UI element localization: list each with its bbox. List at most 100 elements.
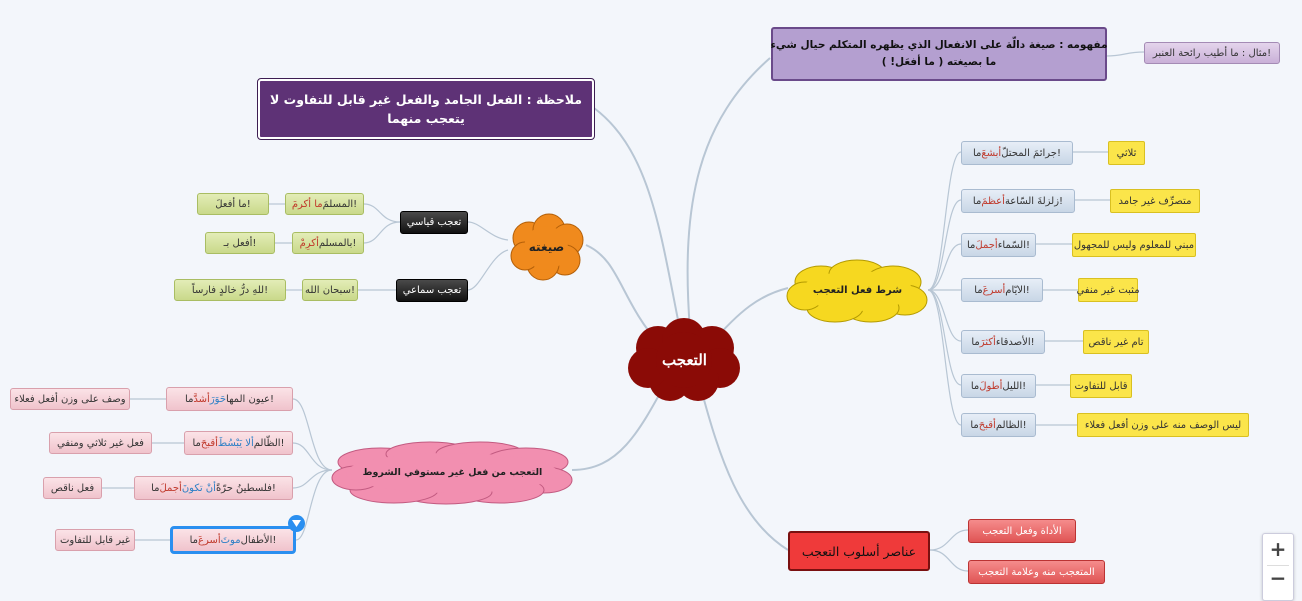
cond-ex6-post: الليل!	[1002, 380, 1027, 392]
condition-example-3[interactable]: ما أجملَ السّماء!	[961, 233, 1036, 257]
condition-example-2[interactable]: ما أعظمَ زلزلةَ السّاعة!	[961, 189, 1075, 213]
irr-ex4-post: الأطفال!	[240, 534, 277, 546]
center-label: التعجب	[662, 350, 707, 369]
qiyasi-ex1-highlight: ما أكرمَ	[291, 198, 323, 210]
qiyasi-formula-1[interactable]: ما أفعلَ!	[197, 193, 269, 215]
cond-ex2-post: زلزلةَ السّاعة!	[1004, 195, 1064, 207]
cond-ex2-pre: ما	[972, 195, 982, 207]
cond-ex7-hl: أقبحَ	[978, 419, 996, 431]
cond-ex3-pre: ما	[966, 239, 976, 251]
concept-line2: ما بصيغته ( ما أفعَل! )	[881, 56, 997, 68]
cond-ex1-hl: أبشعَ	[981, 147, 1002, 159]
irregular-example-2[interactable]: ما أقبحَ ألا يَبْسُطَ الظّالم!	[184, 431, 293, 455]
qiyasi-example-2[interactable]: أكرِمْ بالمسلم!	[292, 232, 364, 254]
link-center-elements	[699, 384, 789, 551]
collapse-toggle-icon[interactable]	[288, 515, 305, 532]
irregular-cloud-shape	[331, 441, 573, 505]
irregular-example-4-selected[interactable]: ما أسرعَ موتَ الأطفال!	[170, 526, 296, 554]
condition-example-5[interactable]: ما أكثرَ الأصدقاء!	[961, 330, 1045, 354]
cond-ex3-post: السّماء!	[997, 239, 1031, 251]
concept-line1: مفهومه : صيغة دالّة على الانفعال الذي يظ…	[770, 39, 1108, 51]
irr-ex2-post: الظّالم!	[253, 437, 285, 449]
elements-item-2[interactable]: المتعجب منه وعلامة التعجب	[968, 560, 1105, 584]
cond-ex4-hl: أسرعَ	[982, 284, 1006, 296]
condition-1[interactable]: ثلاثي	[1108, 141, 1145, 165]
irr-ex3-blue: أنْ تكونَ	[181, 482, 216, 494]
irregular-node[interactable]: التعجب من فعل غير مستوفي الشروط	[330, 440, 575, 505]
concept-node[interactable]: مفهومه : صيغة دالّة على الانفعال الذي يظ…	[770, 27, 1108, 81]
irr-ex1-red: أشدَّ	[193, 393, 210, 405]
note-line2: يتعجب منهما	[387, 111, 465, 126]
irr-ex1-post: عيون المها!	[226, 393, 274, 405]
cond-ex5-hl: أكثرَ	[979, 336, 996, 348]
qiyasi-ex1-rest: المسلمَ!	[322, 198, 358, 210]
qiyasi-ex2-rest: بالمسلم!	[318, 237, 357, 249]
irr-ex4-red: أسرعَ	[197, 534, 221, 546]
cond-ex7-pre: ما	[970, 419, 979, 431]
conditions-node[interactable]: شرط فعل التعجب	[785, 258, 930, 323]
form-qiyasi[interactable]: تعجب قياسي	[400, 211, 468, 234]
cond-ex5-post: الأصدقاء!	[995, 336, 1035, 348]
conditions-label: شرط فعل التعجب	[812, 285, 903, 296]
irr-ex4-pre: ما	[189, 534, 198, 546]
condition-example-1[interactable]: ما أبشعَ جرائمَ المحتلّ!	[961, 141, 1073, 165]
form-cloud-shape	[510, 213, 584, 281]
qiyasi-example-1[interactable]: ما أكرمَ المسلمَ!	[285, 193, 364, 215]
condition-example-7[interactable]: ما أقبحَ الظالم!	[961, 413, 1036, 437]
link-center-concept	[686, 57, 771, 331]
note-line1: ملاحظة : الفعل الجامد والفعل غير قابل لل…	[270, 92, 582, 107]
cond-ex6-hl: أطولَ	[979, 380, 1003, 392]
samai-example-2[interactable]: للهِ درُّ خالدٍ فارساً!	[174, 279, 286, 301]
irr-ex1-blue: حَوَرَ	[209, 393, 227, 405]
zoom-out-button[interactable]: −	[1269, 566, 1287, 590]
irr-ex1-pre: ما	[185, 393, 194, 405]
irr-ex4-blue: موتَ	[220, 534, 241, 546]
irregular-reason-3[interactable]: فعل ناقص	[43, 477, 102, 499]
irregular-reason-1[interactable]: وصف على وزن أفعل فعلاء	[10, 388, 130, 410]
condition-4[interactable]: مثبت غير منفي	[1076, 278, 1140, 302]
conditions-cloud-shape	[786, 259, 928, 323]
condition-example-6[interactable]: ما أطولَ الليل!	[961, 374, 1036, 398]
link-center-note	[593, 107, 681, 331]
cond-ex1-pre: ما	[973, 147, 982, 159]
irregular-label: التعجب من فعل غير مستوفي الشروط	[362, 467, 543, 478]
form-label: صيغته	[528, 240, 565, 254]
irregular-example-3[interactable]: ما أجملَ أنْ تكونَ فلسطينُ حرّةً!	[134, 476, 293, 500]
cond-ex7-post: الظالم!	[995, 419, 1027, 431]
cond-ex3-hl: أجملَ	[975, 239, 998, 251]
samai-example-1[interactable]: سبحان الله!	[302, 279, 358, 301]
irr-ex2-blue: ألا يَبْسُطَ	[217, 437, 254, 449]
cond-ex4-post: الايّام!	[1005, 284, 1030, 296]
condition-example-4[interactable]: ما أسرعَ الايّام!	[961, 278, 1043, 302]
condition-5[interactable]: تام غير ناقص	[1083, 330, 1149, 354]
qiyasi-formula-2[interactable]: أفعل بـ!	[205, 232, 275, 254]
cond-ex6-pre: ما	[970, 380, 980, 392]
qiyasi-ex2-highlight: أكرِمْ	[299, 237, 319, 249]
center-cloud-shape	[628, 318, 740, 401]
condition-3[interactable]: مبني للمعلوم وليس للمجهول	[1072, 233, 1196, 257]
center-node[interactable]: التعجب	[628, 318, 741, 401]
elements-item-1[interactable]: الأداة وفعل التعجب	[968, 519, 1076, 543]
zoom-in-button[interactable]: +	[1269, 537, 1287, 561]
note-node[interactable]: ملاحظة : الفعل الجامد والفعل غير قابل لل…	[257, 78, 595, 140]
cond-ex4-pre: ما	[974, 284, 983, 296]
zoom-controls: + −	[1262, 533, 1294, 601]
cond-ex5-pre: ما	[971, 336, 980, 348]
irr-ex3-pre: ما	[151, 482, 160, 494]
irregular-reason-2[interactable]: فعل غير ثلاثي ومنفي	[49, 432, 152, 454]
form-samai[interactable]: تعجب سماعي	[396, 279, 468, 302]
irr-ex3-post: فلسطينُ حرّةً!	[215, 482, 276, 494]
form-node[interactable]: صيغته	[505, 212, 588, 282]
condition-6[interactable]: قابل للتفاوت	[1070, 374, 1132, 398]
condition-2[interactable]: متصرِّف غير جامد	[1110, 189, 1200, 213]
concept-example[interactable]: مثال : ما أطيب رائحة العنبر!	[1144, 42, 1280, 64]
irregular-example-1[interactable]: ما أشدَّ حَوَرَ عيون المها!	[166, 387, 293, 411]
irregular-reason-4[interactable]: غير قابل للتفاوت	[55, 529, 135, 551]
elements-node[interactable]: عناصر أسلوب التعجب	[788, 531, 930, 571]
cond-ex1-post: جرائمَ المحتلّ!	[1001, 147, 1061, 159]
condition-7[interactable]: ليس الوصف منه على وزن أفعل فعلاء	[1077, 413, 1249, 437]
cond-ex2-hl: أعظمَ	[981, 195, 1005, 207]
chevron-down-icon	[292, 520, 301, 527]
irr-ex2-pre: ما	[192, 437, 201, 449]
irr-ex3-red: أجملَ	[159, 482, 182, 494]
